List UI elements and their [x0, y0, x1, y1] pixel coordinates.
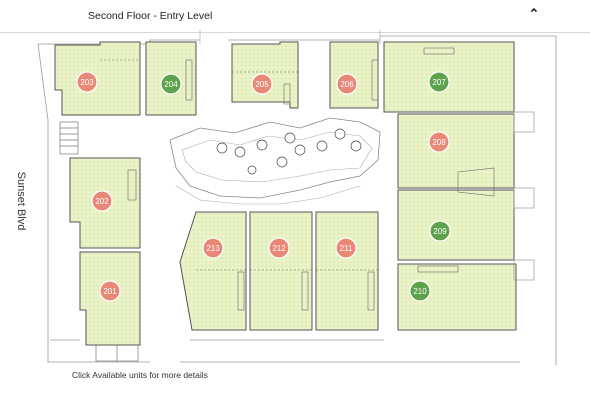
unit-206-area[interactable]: [329, 41, 379, 109]
unit-number-label: 208: [432, 138, 446, 147]
unit-number-label: 202: [95, 197, 109, 206]
unit-marker-circle[interactable]: [91, 190, 113, 212]
unit-number-label: 213: [206, 244, 220, 253]
footer-hint: Click Available units for more details: [72, 370, 208, 380]
unit-number-label: 204: [164, 80, 178, 89]
unit-number-label: 212: [272, 244, 286, 253]
unit-marker-circle[interactable]: [99, 280, 121, 302]
unit-marker-201[interactable]: 201: [99, 280, 121, 302]
unit-number-label: 209: [433, 227, 447, 236]
stair-west: [59, 121, 79, 155]
unit-marker-212[interactable]: 212: [268, 237, 290, 259]
unit-marker-circle[interactable]: [429, 220, 451, 242]
unit-208-area[interactable]: [397, 113, 515, 189]
unit-markers: 203 204 205 206 207 208 202 209 201 213 212 211 210: [76, 71, 451, 302]
unit-marker-circle[interactable]: [76, 71, 98, 93]
floor-title: Second Floor - Entry Level: [88, 10, 213, 22]
unit-marker-circle[interactable]: [428, 131, 450, 153]
unit-213-area[interactable]: [179, 211, 247, 331]
unit-211-area[interactable]: [315, 211, 379, 331]
unit-marker-209[interactable]: 209: [429, 220, 451, 242]
unit-marker-205[interactable]: 205: [251, 73, 273, 95]
chevron-up-icon[interactable]: ⌃: [528, 6, 540, 21]
unit-marker-circle[interactable]: [268, 237, 290, 259]
unit-209-area[interactable]: [397, 189, 515, 261]
interior-details: [100, 47, 495, 311]
unit-212-area[interactable]: [249, 211, 313, 331]
unit-marker-213[interactable]: 213: [202, 237, 224, 259]
unit-number-label: 211: [340, 244, 353, 253]
unit-marker-203[interactable]: 203: [76, 71, 98, 93]
unit-marker-211[interactable]: 211: [335, 237, 357, 259]
unit-number-label: 207: [432, 78, 446, 87]
unit-number-label: 210: [413, 287, 427, 296]
unit-marker-circle[interactable]: [160, 73, 182, 95]
unit-marker-206[interactable]: 206: [336, 73, 358, 95]
unit-marker-204[interactable]: 204: [160, 73, 182, 95]
building-outline: [37, 30, 557, 365]
unit-203-area[interactable]: [54, 41, 141, 116]
balconies: [50, 111, 535, 341]
unit-marker-210[interactable]: 210: [409, 280, 431, 302]
floor-header: Second Floor - Entry Level ⌃: [0, 0, 590, 33]
unit-marker-circle[interactable]: [335, 237, 357, 259]
unit-number-label: 203: [80, 78, 94, 87]
elevator-core: [95, 344, 139, 362]
unit-marker-circle[interactable]: [336, 73, 358, 95]
unit-marker-202[interactable]: 202: [91, 190, 113, 212]
unit-marker-circle[interactable]: [202, 237, 224, 259]
unit-marker-circle[interactable]: [409, 280, 431, 302]
unit-number-label: 201: [103, 287, 117, 296]
unit-marker-208[interactable]: 208: [428, 131, 450, 153]
unit-number-label: 205: [255, 80, 269, 89]
unit-marker-circle[interactable]: [251, 73, 273, 95]
unit-207-area[interactable]: [383, 41, 515, 113]
unit-number-label: 206: [340, 80, 354, 89]
unit-marker-207[interactable]: 207: [428, 71, 450, 93]
unit-marker-circle[interactable]: [428, 71, 450, 93]
courtyard: [169, 117, 381, 205]
